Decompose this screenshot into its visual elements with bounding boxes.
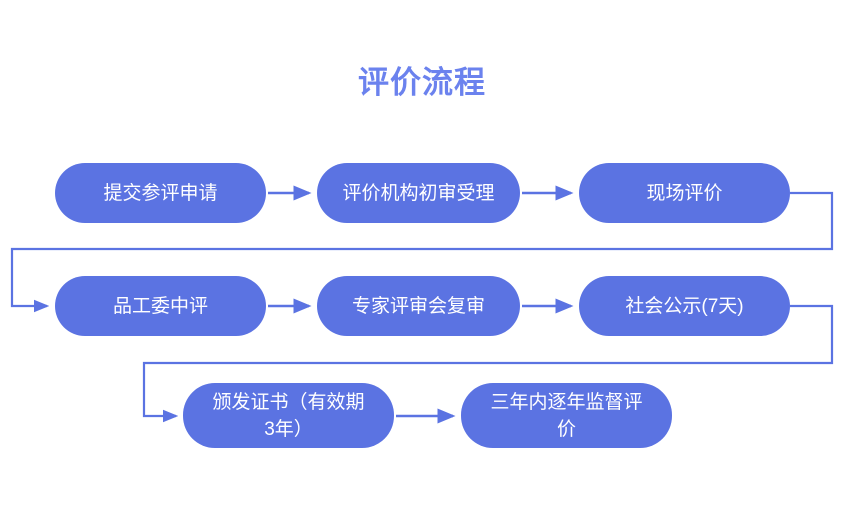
page-title: 评价流程 bbox=[358, 65, 486, 100]
node-label: 提交参评申请 bbox=[103, 182, 218, 204]
node-label: 品工委中评 bbox=[112, 295, 208, 317]
process-node-expert-panel-review[interactable]: 专家评审会复审 bbox=[317, 276, 520, 336]
process-node-public-notice[interactable]: 社会公示(7天) bbox=[579, 276, 790, 336]
node-label: 社会公示(7天) bbox=[625, 295, 744, 317]
node-label: 专家评审会复审 bbox=[351, 295, 485, 317]
node-label: 颁发证书（有效期 3年） bbox=[212, 391, 365, 440]
node-label: 三年内逐年监督评 价 bbox=[490, 391, 643, 440]
node-label: 评价机构初审受理 bbox=[342, 182, 495, 204]
process-node-committee-review[interactable]: 品工委中评 bbox=[55, 276, 266, 336]
process-node-issue-certificate[interactable]: 颁发证书（有效期 3年） bbox=[183, 383, 394, 448]
process-node-initial-review[interactable]: 评价机构初审受理 bbox=[317, 163, 520, 223]
process-node-submit-application[interactable]: 提交参评申请 bbox=[55, 163, 266, 223]
process-node-annual-supervision[interactable]: 三年内逐年监督评 价 bbox=[461, 383, 672, 448]
process-node-onsite-evaluation[interactable]: 现场评价 bbox=[579, 163, 790, 223]
node-label: 现场评价 bbox=[646, 182, 723, 204]
